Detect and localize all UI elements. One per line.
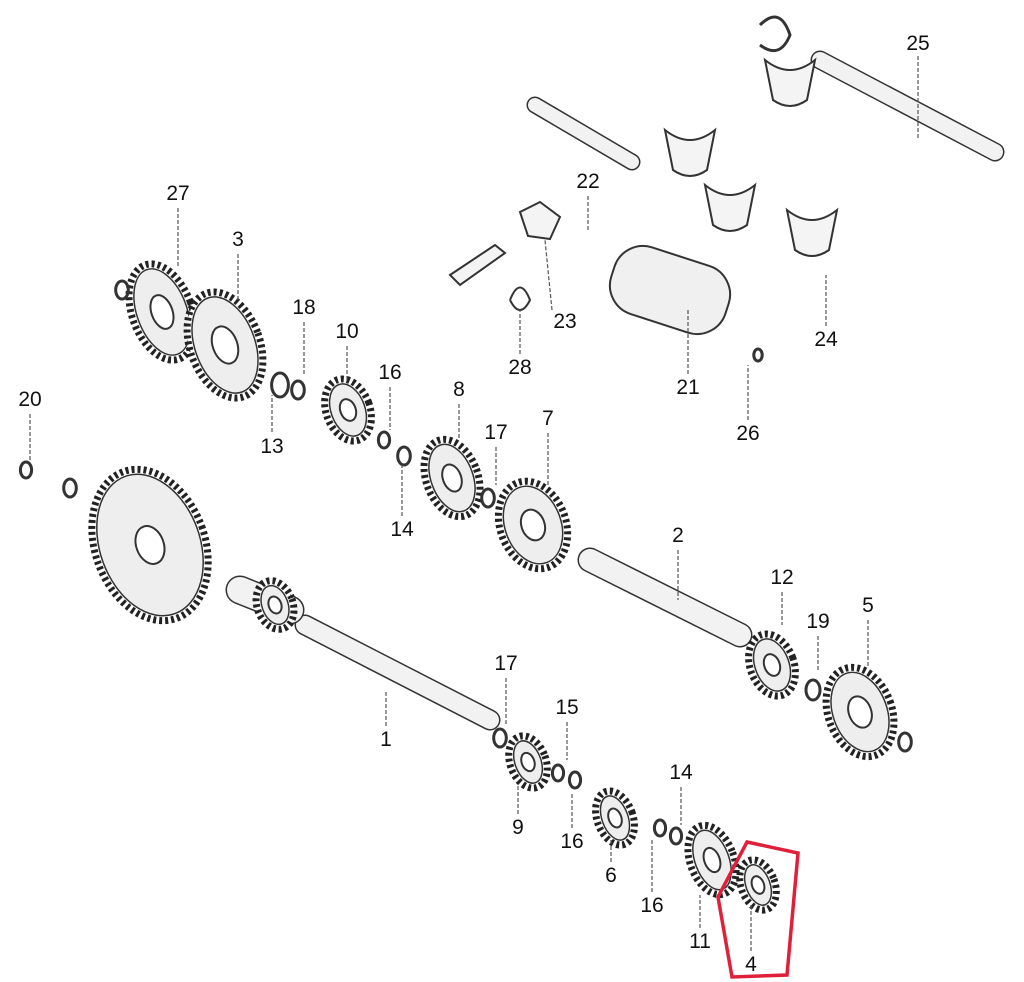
callout-6: 6 <box>605 864 617 887</box>
callout-17: 17 <box>484 421 508 444</box>
callout-5: 5 <box>862 594 874 617</box>
shift-fork-shaft <box>528 98 639 169</box>
washer-6 <box>62 477 78 499</box>
gear-8-hub <box>441 463 463 493</box>
stopper-arm <box>448 243 507 287</box>
callout-25: 25 <box>906 32 930 55</box>
washer-14 <box>897 731 913 753</box>
callout-23: 23 <box>553 310 577 333</box>
shift-fork-3 <box>763 57 817 107</box>
shift-fork-0 <box>663 127 717 177</box>
callout-16: 16 <box>378 361 402 384</box>
callout-10: 10 <box>335 320 359 343</box>
shift-fork-1 <box>703 182 757 232</box>
callout-17: 17 <box>494 652 518 675</box>
washer-10 <box>567 770 583 790</box>
gearshift-spindle <box>812 52 1003 160</box>
callout-11: 11 <box>689 930 711 953</box>
gear-9-hub <box>520 751 536 773</box>
return-spring <box>758 15 792 53</box>
clutch-outer-hub <box>134 525 166 565</box>
drum-stopper-plate <box>518 200 562 241</box>
callout-26: 26 <box>736 422 760 445</box>
gear-10-hub <box>338 398 358 422</box>
highlight-outline <box>716 840 800 979</box>
callout-24: 24 <box>814 328 838 351</box>
gear-4-hub <box>750 875 766 895</box>
callout-3: 3 <box>232 228 244 251</box>
shift-drum <box>608 244 732 336</box>
callout-14: 14 <box>390 518 414 541</box>
washer-7 <box>18 460 34 480</box>
primary-gear-hub <box>267 595 283 615</box>
callout-16: 16 <box>640 894 664 917</box>
callout-28: 28 <box>508 356 532 379</box>
callout-16: 16 <box>560 830 584 853</box>
mainshaft <box>296 616 499 729</box>
spring-28 <box>509 286 532 311</box>
callout-4: 4 <box>745 953 757 976</box>
callout-13: 13 <box>260 435 284 458</box>
leader-line-23 <box>544 239 553 311</box>
callout-19: 19 <box>806 610 830 633</box>
callout-18: 18 <box>292 296 316 319</box>
washer-5 <box>480 487 496 509</box>
countershaft <box>579 549 751 646</box>
gear-11-hub <box>702 846 722 874</box>
washer-12 <box>668 826 684 846</box>
washer-13 <box>804 678 822 702</box>
callout-21: 21 <box>676 376 700 399</box>
callout-1: 1 <box>380 728 392 751</box>
gear-5-hub <box>847 695 873 729</box>
washer-15 <box>752 347 764 363</box>
callout-14: 14 <box>669 761 693 784</box>
callout-12: 12 <box>770 566 794 589</box>
gear-27-hub <box>149 294 175 330</box>
washer-3 <box>376 430 392 450</box>
gear-3-hub <box>210 325 240 365</box>
washer-2 <box>270 371 290 399</box>
shift-fork-2 <box>785 207 839 257</box>
gear-12-hub <box>762 653 782 677</box>
washer-1 <box>290 379 306 401</box>
callout-2: 2 <box>672 524 684 547</box>
washer-9 <box>550 763 566 783</box>
callout-15: 15 <box>555 696 579 719</box>
callout-22: 22 <box>576 170 600 193</box>
callout-7: 7 <box>542 407 554 430</box>
callout-27: 27 <box>166 182 190 205</box>
gear-7-hub <box>519 508 547 542</box>
callout-20: 20 <box>18 388 42 411</box>
gear-6-hub <box>607 807 623 829</box>
washer-11 <box>652 818 668 838</box>
washer-4 <box>396 445 412 467</box>
washer-8 <box>492 727 508 749</box>
callout-8: 8 <box>453 378 465 401</box>
washer-0 <box>114 279 130 301</box>
callout-9: 9 <box>512 816 524 839</box>
